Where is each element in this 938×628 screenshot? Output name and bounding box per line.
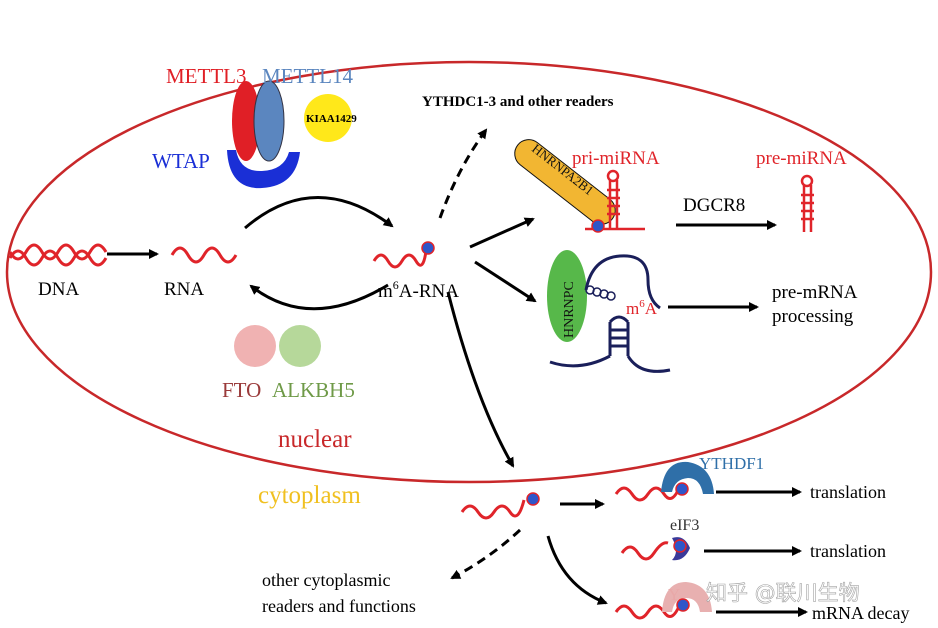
hnrnpc-ellipse-icon (547, 250, 587, 342)
erase-arrow (249, 283, 389, 311)
hnrnpc-loops-icon (585, 285, 616, 301)
nuclear-label: nuclear (278, 426, 352, 453)
write-arrow (244, 196, 394, 230)
cyto-m6a-dot-icon (526, 492, 540, 506)
pri-mirna-hairpin-icon (585, 169, 645, 231)
to-pri-mirna-arrow (469, 217, 535, 249)
translation-label-2: translation (810, 541, 886, 561)
to-hnrnpc-arrow (474, 260, 537, 303)
ythdc-label: YTHDC1-3 and other readers (422, 94, 614, 110)
mettl14-label: METTL14 (262, 64, 353, 88)
kiaa1429-circle-icon (304, 94, 352, 142)
m6a-rna-icon (372, 250, 428, 269)
hnrnpc-label: HNRNPC (562, 281, 577, 338)
mettl3-label: METTL3 (166, 64, 246, 88)
other-cyto-dashed-arrow (450, 528, 522, 580)
other-cyto-label-2: readers and functions (262, 596, 416, 616)
m6a-rna-label: m6A-RNA (378, 278, 459, 302)
pri-mirna-m6a-dot-icon (591, 219, 605, 233)
other-cyto-label-1: other cytoplasmic (262, 570, 390, 590)
ythdf2-m6a-dot-icon (676, 598, 690, 612)
hnrnpc-rna-structure-icon (549, 254, 671, 373)
ythdf2-partial-label: Y (668, 585, 680, 604)
ythdf2-cap-icon (662, 582, 712, 612)
mettl14-ellipse-icon (253, 80, 285, 162)
pri-mirna-label: pri-miRNA (572, 148, 660, 169)
rna-label: RNA (164, 279, 204, 300)
to-decay-arrow (546, 535, 608, 605)
rna-icon (170, 246, 238, 264)
cytoplasm-label: cytoplasm (258, 482, 361, 509)
watermark-text: 知乎 @联川生物 (706, 581, 860, 605)
hnrnpc-m6a-label: m6A (626, 298, 658, 318)
ythdf1-rna-icon (614, 485, 682, 502)
pre-mirna-hairpin-icon (800, 174, 814, 232)
ythdf1-m6a-dot-icon (675, 482, 689, 496)
pre-mirna-label: pre-miRNA (756, 148, 847, 169)
eif3-label: eIF3 (670, 517, 699, 534)
mettl3-ellipse-icon (232, 81, 260, 161)
dgcr8-label: DGCR8 (683, 195, 745, 216)
cyto-m6a-rna-icon (460, 499, 526, 520)
translation-label-1: translation (810, 482, 886, 502)
nucleus-border (5, 60, 933, 484)
fto-label: FTO (222, 378, 261, 402)
ythdf2-rna-icon (614, 603, 682, 620)
pre-mrna-label-2: processing (772, 306, 854, 327)
ythdf1-label: YTHDF1 (699, 454, 764, 473)
dna-label: DNA (38, 279, 79, 300)
ythdc-dashed-arrow (438, 128, 488, 219)
eif3-m6a-dot-icon (673, 539, 687, 553)
alkbh5-label: ALKBH5 (272, 378, 355, 402)
kiaa1429-label: KIAA1429 (306, 113, 357, 125)
fto-circle-icon (234, 325, 276, 367)
ythdf1-cap-icon (661, 461, 714, 494)
wtap-label: WTAP (152, 149, 210, 173)
m6a-dot-icon (421, 241, 435, 255)
to-cytoplasm-arrow (446, 291, 515, 468)
wtap-cup-icon (227, 150, 300, 189)
pre-mrna-label-1: pre-mRNA (772, 282, 858, 303)
hnrnpa2b1-capsule-icon (514, 139, 616, 225)
mrna-decay-label: mRNA decay (812, 603, 909, 623)
dna-icon (8, 243, 108, 267)
alkbh5-circle-icon (279, 325, 321, 367)
eif3-rna-icon (620, 541, 669, 561)
